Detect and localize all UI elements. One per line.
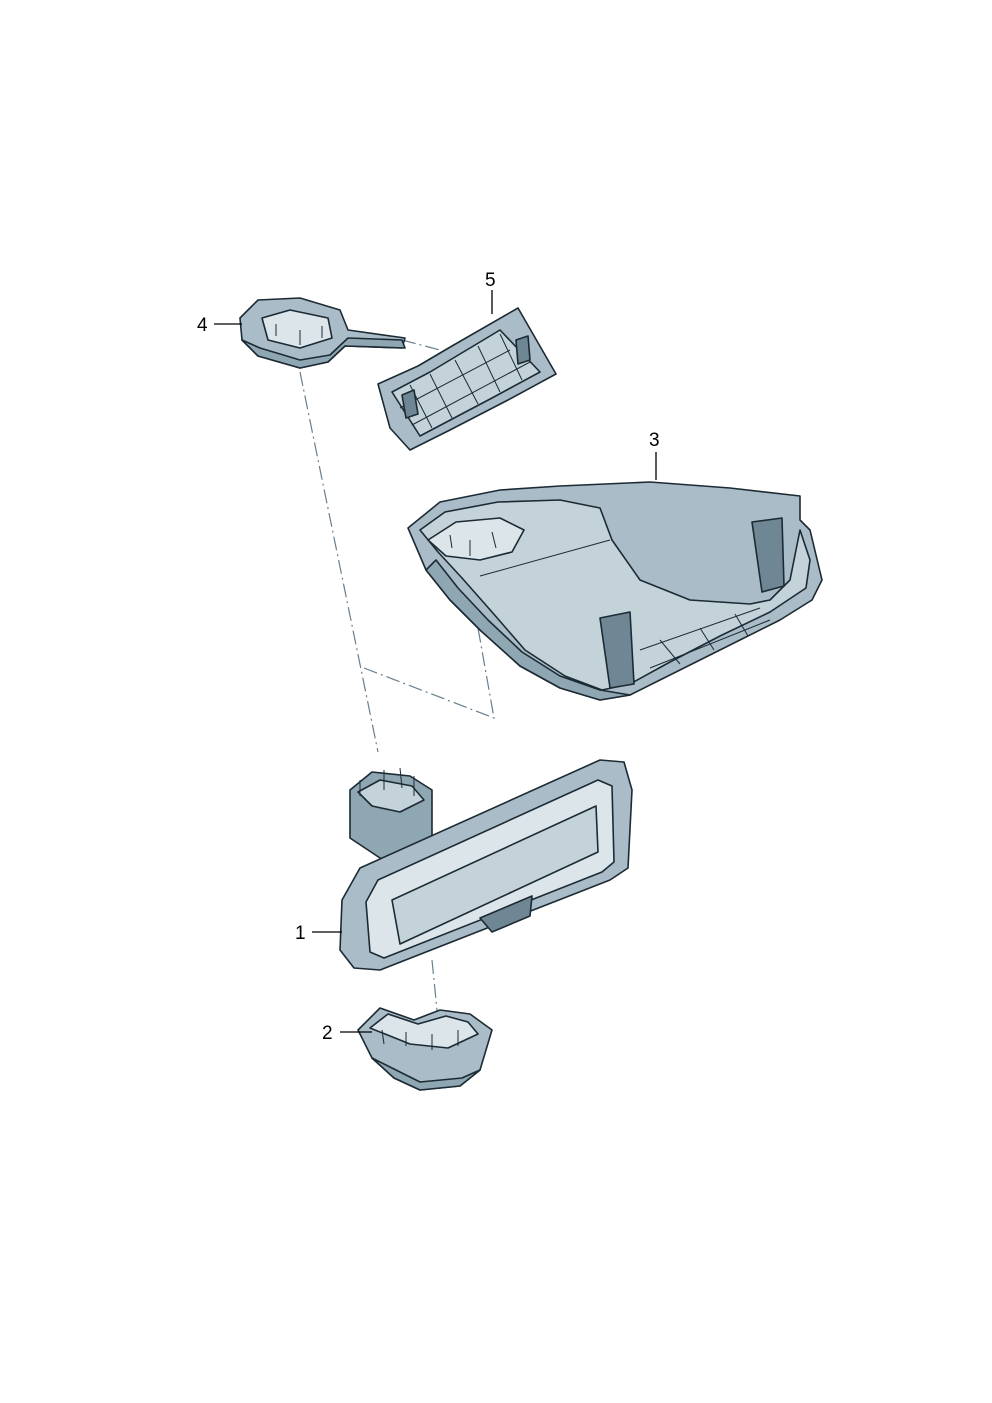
part-4-mount-frame <box>239 297 406 369</box>
callout-leaders <box>214 290 657 1033</box>
part-2-trim-cap <box>357 1007 493 1091</box>
callout-labels: 4 5 3 1 2 <box>197 270 660 1044</box>
callout-3: 3 <box>649 430 660 451</box>
callout-5: 5 <box>485 270 496 291</box>
callout-1: 1 <box>295 923 306 944</box>
callout-4: 4 <box>197 315 208 336</box>
part-5-cover-plate <box>377 307 557 451</box>
part-3-lower-cover <box>407 481 823 701</box>
part-1-rearview-mirror <box>339 759 633 971</box>
callout-2: 2 <box>322 1023 333 1044</box>
